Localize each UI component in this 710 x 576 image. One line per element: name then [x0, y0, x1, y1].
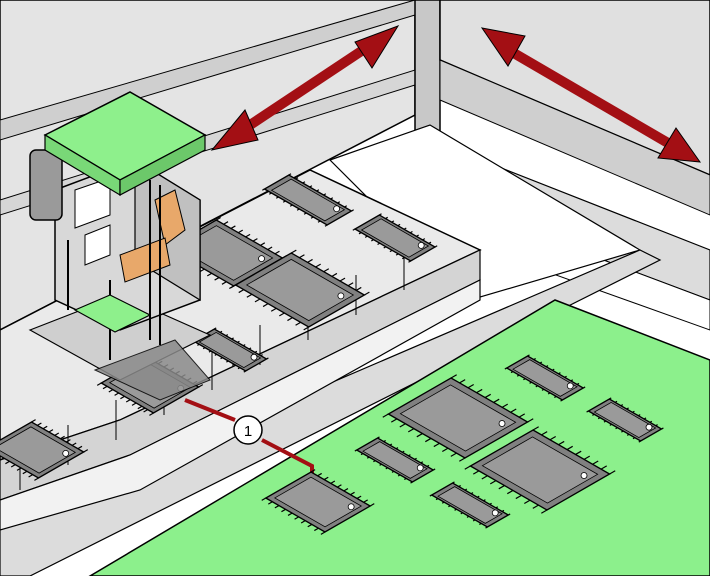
- tray-chip: [262, 173, 354, 227]
- double-headed-arrow-icon: [210, 25, 400, 151]
- pcb-chip: [586, 397, 664, 443]
- pcb-chip: [382, 374, 534, 462]
- chip-pins: [382, 374, 534, 462]
- chip-pins: [230, 249, 370, 331]
- tray-chip: [230, 249, 370, 331]
- tray-chip: [0, 419, 89, 481]
- pcb-components: [354, 354, 664, 529]
- pcb-chip: [504, 354, 586, 402]
- pcb: [88, 299, 710, 576]
- callout-number: 1: [244, 423, 252, 440]
- chip-pins: [0, 419, 89, 481]
- target-placement-chip: [261, 469, 375, 535]
- pcb-chip: [429, 481, 511, 529]
- chip-pins: [261, 469, 375, 535]
- pcb-chip: [464, 426, 616, 514]
- pcb-chip: [354, 436, 436, 484]
- tray-chip: [191, 327, 269, 373]
- chip-pins: [464, 426, 616, 514]
- placement-head: [28, 91, 212, 401]
- tray-chip: [352, 213, 438, 263]
- target-chip: [261, 469, 375, 535]
- numbered-callout-icon: 1: [233, 415, 263, 445]
- double-headed-arrow-icon: [480, 27, 702, 163]
